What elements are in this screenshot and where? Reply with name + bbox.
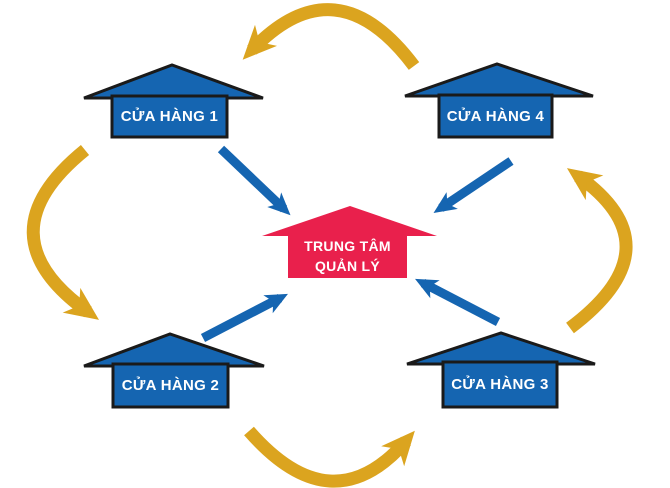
store-1-label: CỬA HÀNG 1 (120, 108, 219, 125)
center-body (288, 233, 407, 278)
store-2-body (111, 362, 230, 409)
center-roof (262, 206, 437, 236)
center-house (262, 206, 437, 278)
store-4-label: CỬA HÀNG 4 (446, 107, 545, 125)
store-2-roof (83, 332, 265, 368)
store-4-house (404, 62, 594, 139)
cycle-arrow-top-store4-to-store1 (242, 3, 420, 70)
store-1-roof (83, 63, 264, 100)
store-3-label: CỬA HÀNG 3 (451, 376, 549, 393)
store-3-body (441, 360, 559, 409)
store-3-roof (406, 331, 596, 366)
arrow-store2-to-center (200, 293, 288, 342)
arrow-store1-to-center (217, 145, 291, 216)
cycle-arrow-left-store1-to-store2 (26, 144, 100, 320)
store-1-body (110, 94, 229, 139)
store-2-label: CỬA HÀNG 2 (121, 377, 220, 394)
arrow-store4-to-center (433, 157, 514, 214)
store-3-house (406, 331, 596, 409)
store-4-body (437, 93, 554, 139)
cycle-arrow-right-store3-to-store4 (566, 168, 633, 334)
store-4-roof (404, 62, 594, 98)
center-label-line2: QUẢN LÝ (314, 257, 381, 274)
store-2-house (83, 332, 265, 409)
cycle-arrow-bottom-store2-to-store3 (244, 426, 415, 488)
store-1-house (83, 63, 264, 139)
arrow-store3-to-center (415, 278, 501, 326)
center-label-line1: TRUNG TÂM (304, 237, 391, 254)
center-label: TRUNG TÂM QUẢN LÝ (288, 233, 407, 278)
